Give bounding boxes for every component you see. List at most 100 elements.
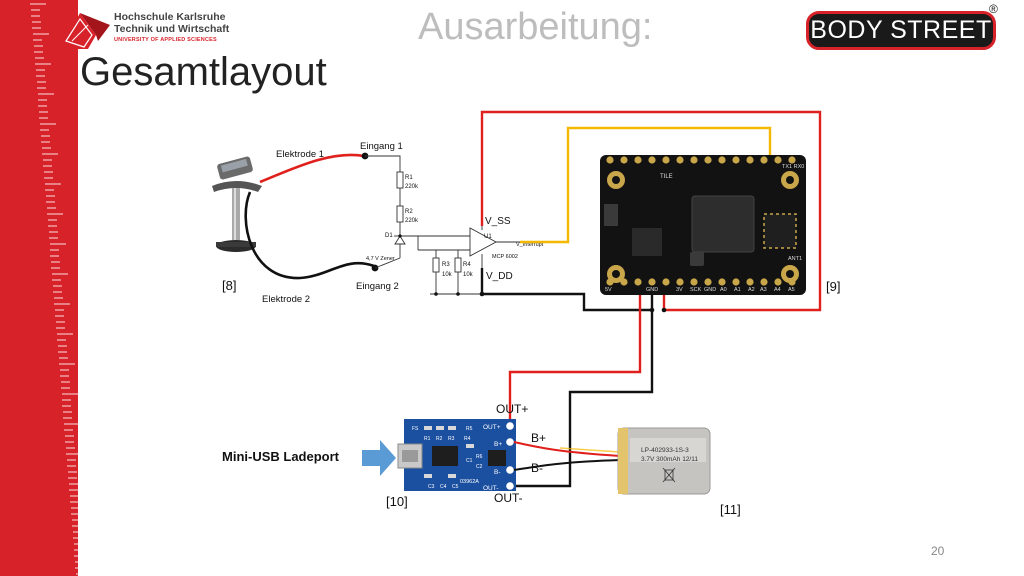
battery-label-line1: LP-402933-1S-3 <box>641 447 689 454</box>
page-number: 20 <box>931 544 945 558</box>
label-eingang1: Eingang 1 <box>360 141 403 152</box>
charger-pin-bminus: B- <box>494 469 501 476</box>
board-pin-pad <box>718 156 726 164</box>
charger-label-r5: R5 <box>466 426 473 432</box>
board-pin-pad <box>718 278 726 286</box>
board-pin-pad <box>676 156 684 164</box>
charger-chip-label: 03962A <box>460 479 479 485</box>
charger-label-c4: C4 <box>440 484 447 490</box>
slide-subtitle: Ausarbeitung: <box>418 6 653 48</box>
charger-label-r2: R2 <box>436 436 443 442</box>
board-pin-pad <box>760 278 768 286</box>
slide-title: Gesamtlayout <box>80 50 327 94</box>
board-pin-a2: A2 <box>748 287 755 293</box>
board-pin-pad <box>774 156 782 164</box>
ref-11: [11] <box>720 502 741 517</box>
body-street-logo: BODY STREET <box>806 11 996 50</box>
board-pin-pad <box>774 278 782 286</box>
hochschule-logo: Hochschule Karlsruhe Technik und Wirtsch… <box>58 9 238 51</box>
board-pin-3v: 3V <box>676 287 683 293</box>
charger-label-r3: R3 <box>448 436 455 442</box>
label-vinterrupt: V_Interrupt <box>516 242 544 248</box>
board-pin-a5: A5 <box>788 287 795 293</box>
board-pin-5v: 5V <box>605 287 612 293</box>
board-pin-a0: A0 <box>720 287 727 293</box>
board-label-tile: TILE <box>660 174 673 180</box>
board-pin-a1: A1 <box>734 287 741 293</box>
label-r2: R2 <box>405 209 413 215</box>
board-pin-pad <box>690 278 698 286</box>
board-pins-top <box>606 156 796 164</box>
board-pin-pad <box>704 156 712 164</box>
board-pin-gnd: GND <box>646 287 658 293</box>
board-pin-pad <box>690 156 698 164</box>
wire-elektrode2 <box>244 191 375 280</box>
battery-label-line2: 3.7V 300mAh 12/11 <box>641 456 698 463</box>
hochschule-name-line1: Hochschule Karlsruhe <box>114 11 226 23</box>
label-r3: R3 <box>442 262 450 268</box>
board-pin-pad <box>788 156 796 164</box>
wire-vss-to-board <box>480 110 822 312</box>
label-vss: V_SS <box>485 216 511 227</box>
label-r1: R1 <box>405 175 413 181</box>
label-elektrode1: Elektrode 1 <box>276 149 324 160</box>
wire-vdd-to-gnd <box>480 268 654 312</box>
electrode-stand-image <box>212 156 262 252</box>
board-label-txrx: TX1 RX0 <box>782 164 804 170</box>
charger-label-fs: FS <box>412 426 419 432</box>
schematic-lines <box>365 155 520 295</box>
ruler-ticks <box>30 3 78 575</box>
charger-module: OUT+ B+ B- OUT- 03962A R1 R2 R3 R4 R5 R6… <box>397 419 516 492</box>
board-pin-pad <box>620 156 628 164</box>
registered-mark: ® <box>989 2 998 16</box>
hochschule-name-line2: Technik und Wirtschaft <box>114 23 230 35</box>
label-b-minus: B- <box>531 461 543 475</box>
board-pin-pad <box>648 156 656 164</box>
label-r4-value: 10k <box>463 272 474 278</box>
charger-label-r4: R4 <box>464 436 471 442</box>
charger-label-c1: C1 <box>466 458 473 464</box>
weee-bin-icon <box>662 467 676 483</box>
board-pin-pad <box>732 278 740 286</box>
board-pin-pad <box>606 156 614 164</box>
board-pin-pad <box>662 278 670 286</box>
ref-10: [10] <box>386 494 408 509</box>
charger-pin-outplus: OUT+ <box>483 424 501 431</box>
wire-out-plus <box>508 292 642 426</box>
label-elektrode2: Elektrode 2 <box>262 294 310 305</box>
wire-battery-plus <box>513 441 621 457</box>
charger-label-r6: R6 <box>476 454 483 460</box>
label-eingang2: Eingang 2 <box>356 281 399 292</box>
board-pin-a3: A3 <box>760 287 767 293</box>
tinytile-board: TILE TX1 RX0 ANT1 5V GND 3V SCK GND A0 A… <box>600 155 806 295</box>
wire-battery-minus <box>513 459 621 471</box>
board-label-ant1: ANT1 <box>788 256 802 262</box>
board-pin-pad <box>676 278 684 286</box>
board-pin-pad <box>760 156 768 164</box>
charger-label-c2: C2 <box>476 464 483 470</box>
board-pin-pad <box>746 278 754 286</box>
hochschule-logo-mark <box>60 13 110 49</box>
charger-label-c5: C5 <box>452 484 459 490</box>
ref-8: [8] <box>222 278 236 293</box>
label-vdd: V_DD <box>486 271 513 282</box>
label-r3-value: 10k <box>442 272 453 278</box>
board-pin-pad <box>634 156 642 164</box>
board-pin-pad <box>648 278 656 286</box>
label-u1: U1 <box>484 234 492 240</box>
charger-label-c3: C3 <box>428 484 435 490</box>
label-r4: R4 <box>463 262 471 268</box>
label-zener: 4,7 V Zener <box>366 256 395 262</box>
label-out-plus: OUT+ <box>496 402 528 416</box>
brand-name: BODY STREET <box>810 16 992 44</box>
wire-interrupt <box>520 126 772 244</box>
label-out-minus: OUT- <box>494 491 523 505</box>
label-d1: D1 <box>385 233 393 239</box>
label-b-plus: B+ <box>531 431 546 445</box>
board-pin-pad <box>732 156 740 164</box>
board-pin-sck: SCK <box>690 287 702 293</box>
label-usb-port: Mini-USB Ladeport <box>222 449 340 464</box>
board-pin-pad <box>634 278 642 286</box>
board-pin-gnd2: GND <box>704 287 716 293</box>
